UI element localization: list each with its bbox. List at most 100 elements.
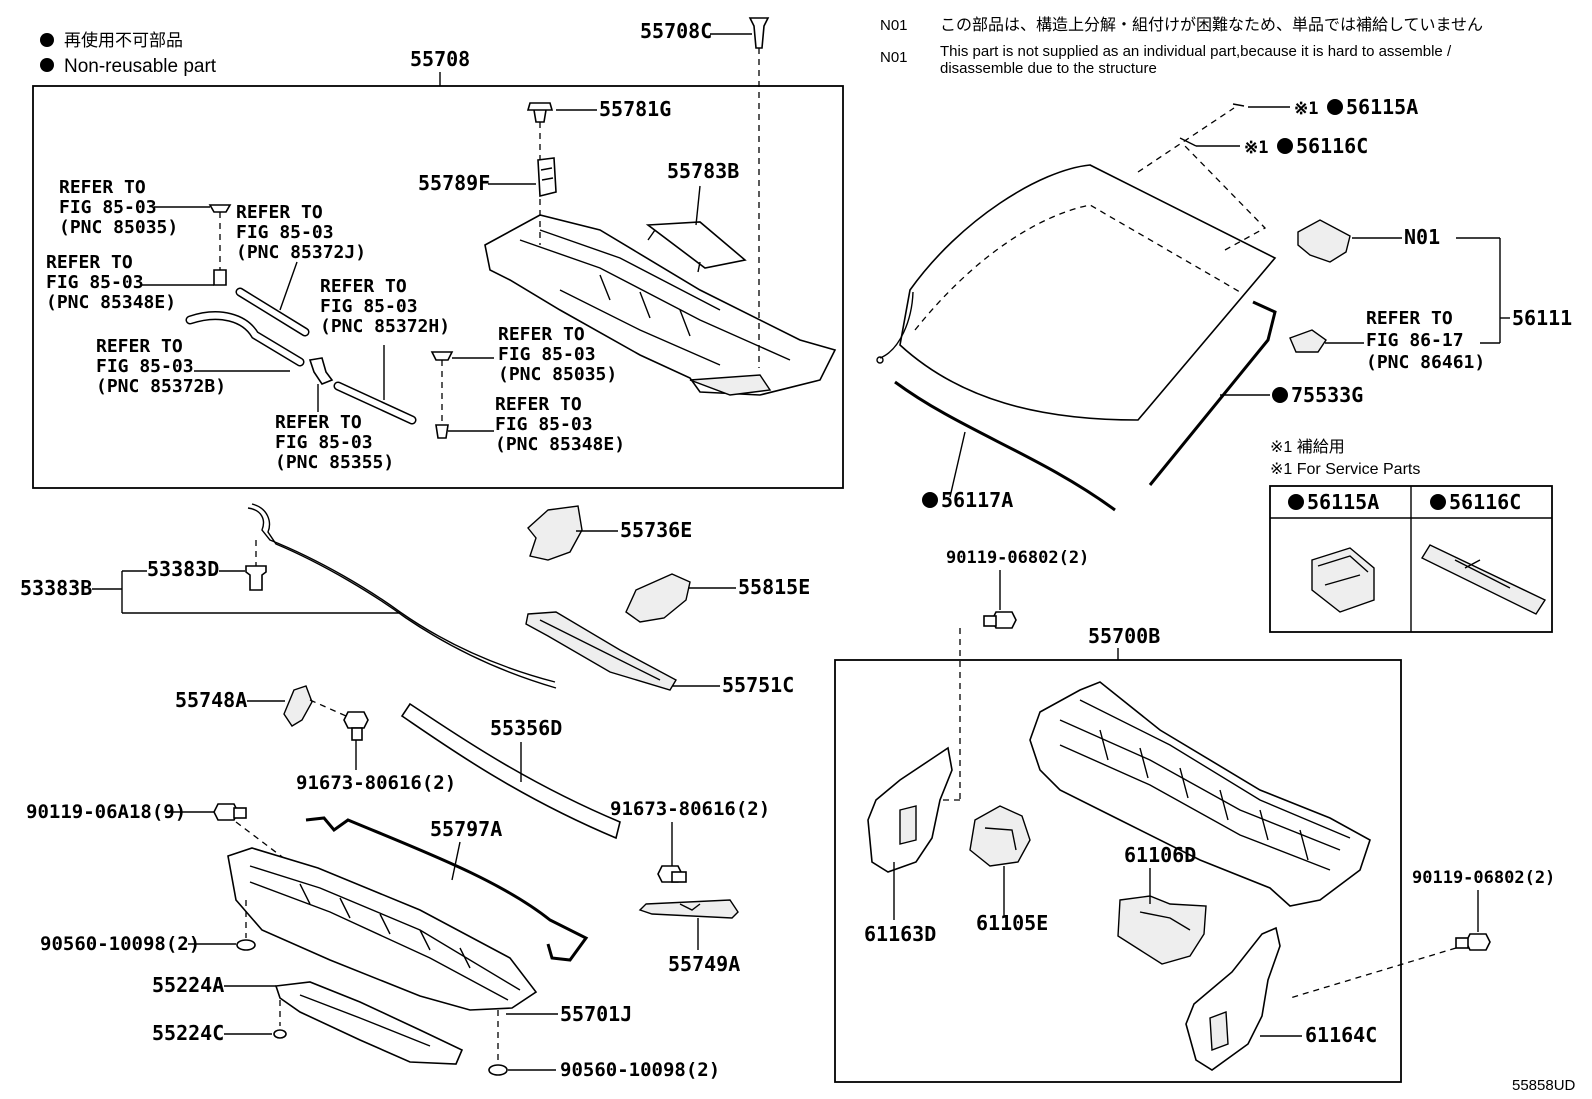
- refer-line: REFER TO: [320, 276, 407, 297]
- refer-line: (PNC 85372B): [96, 376, 226, 397]
- part-55736E: [527, 505, 583, 561]
- part-N01-bracket: [1297, 219, 1351, 263]
- connector-icon: [435, 424, 449, 439]
- windshield-group: ※1 56115A ※1 56116C 75533G 56117A N01 56…: [876, 95, 1572, 512]
- part-55708C: [748, 17, 770, 49]
- non-reusable-bullet-icon: [1430, 494, 1446, 510]
- part-55749A-group: 55749A: [638, 899, 740, 976]
- part-label: 61164C: [1305, 1023, 1377, 1047]
- part-label: 55781G: [599, 97, 671, 121]
- bolt-91673-a-group: 91673-80616(2): [296, 711, 456, 794]
- non-reusable-bullet-icon: [1277, 138, 1293, 154]
- non-reusable-bullet-icon: [1288, 494, 1304, 510]
- part-55356D-group: 55356D: [400, 702, 621, 840]
- bolt-icon: [1465, 933, 1491, 951]
- part-label: 56111: [1512, 306, 1572, 330]
- part-label: 75533G: [1291, 383, 1363, 407]
- part-label: 55224A: [152, 973, 224, 997]
- bolt-icon: [213, 803, 239, 821]
- part-56116C-detail: [1421, 544, 1547, 615]
- part-label: 55749A: [668, 952, 740, 976]
- refer-line: REFER TO: [495, 394, 582, 415]
- legend-jp: 再使用不可部品: [64, 30, 183, 50]
- part-55748A: [283, 685, 313, 727]
- windshield-inner-dash: [914, 204, 1241, 331]
- part-label: 55708C: [640, 19, 712, 43]
- refer-line: FIG 85-03: [236, 222, 334, 243]
- part-label: 91673-80616(2): [296, 772, 456, 794]
- legend-bullet-icon: [40, 33, 54, 47]
- part-label: 61105E: [976, 911, 1048, 935]
- legend-bullet-icon: [40, 58, 54, 72]
- washer-90560-b-group: 90560-10098(2): [488, 1010, 720, 1081]
- part-55797A: [305, 816, 589, 962]
- bolt-icon: [343, 711, 369, 729]
- refer-85372J: REFER TO FIG 85-03 (PNC 85372J): [236, 202, 366, 263]
- service-col-1: 56115A: [1307, 490, 1379, 514]
- refer-85348E-a: REFER TO FIG 85-03 (PNC 85348E): [46, 252, 176, 313]
- service-title-jp: ※1 補給用: [1270, 438, 1345, 456]
- refer-line: FIG 85-03: [275, 432, 373, 453]
- star-mark: ※1: [1244, 138, 1268, 158]
- part-label: N01: [1404, 225, 1440, 249]
- refer-85035-b: REFER TO FIG 85-03 (PNC 85035): [498, 324, 617, 385]
- connector-icon: [213, 269, 227, 286]
- part-53383D: [245, 565, 267, 591]
- part-55815E-group: 55815E: [625, 573, 810, 623]
- part-55783B: [645, 221, 747, 269]
- washer-icon: [488, 1064, 508, 1076]
- part-label: 55708: [410, 47, 470, 71]
- refer-line: (PNC 85348E): [495, 434, 625, 455]
- part-label: 61106D: [1124, 843, 1196, 867]
- part-55751C-group: 55751C: [525, 611, 794, 697]
- cowl-louver: [227, 847, 538, 1011]
- part-55789F: [537, 157, 557, 198]
- part-61106D: [1117, 895, 1207, 965]
- grommet-icon: [430, 351, 454, 361]
- washer-90560-a-group: 90560-10098(2): [40, 900, 256, 955]
- grommet-icon: [208, 204, 232, 213]
- part-55224A-group: 55224A 55224C: [152, 973, 464, 1065]
- part-label: 56115A: [1346, 95, 1418, 119]
- part-label: 90560-10098(2): [40, 933, 200, 955]
- part-label: 55701J: [560, 1002, 632, 1026]
- part-label: 55356D: [490, 716, 562, 740]
- part-label: 61163D: [864, 922, 936, 946]
- bolt-91673-b-group: 91673-80616(2): [610, 798, 770, 883]
- part-55815E: [625, 573, 691, 623]
- figure-id: 55858UD: [1512, 1077, 1576, 1094]
- note-code: N01: [880, 17, 908, 34]
- part-label: 90119-06802(2): [946, 548, 1089, 568]
- part-61105E: [969, 805, 1031, 867]
- part-53383B: [247, 507, 556, 683]
- refer-85355: REFER TO FIG 85-03 (PNC 85355): [275, 412, 394, 473]
- part-label: 91673-80616(2): [610, 798, 770, 820]
- windshield-glass: [899, 164, 1277, 421]
- dash-panel: [1029, 681, 1371, 907]
- refer-line: (PNC 85035): [59, 217, 178, 238]
- service-col-2: 56116C: [1449, 490, 1521, 514]
- refer-85372H: REFER TO FIG 85-03 (PNC 85372H): [320, 276, 450, 337]
- assembly-55708: 55708 55783B 55781G 55789F REFER TO FIG …: [32, 47, 844, 489]
- note-jp: この部品は、構造上分解・組付けが困難なため、単品では補給していません: [940, 16, 1483, 34]
- note-code: N01: [880, 49, 908, 66]
- cowl-louver-group: 55701J: [227, 847, 632, 1026]
- part-55797A-group: 55797A: [305, 816, 589, 962]
- refer-line: FIG 85-03: [495, 414, 593, 435]
- part-label: 55736E: [620, 518, 692, 542]
- cowl-top-panel: [484, 214, 837, 396]
- refer-line: REFER TO: [46, 252, 133, 273]
- part-55781G: [526, 102, 554, 123]
- refer-line: (PNC 86461): [1366, 352, 1485, 373]
- assembly-55700B: 55700B 90119-06802(2) 61163D 61105E 6110…: [834, 548, 1402, 1083]
- legend: 再使用不可部品 Non-reusable part: [40, 30, 217, 77]
- note-en-1: This part is not supplied as an individu…: [940, 43, 1452, 60]
- refer-85348E-b: REFER TO FIG 85-03 (PNC 85348E): [495, 394, 625, 455]
- seal-53383B-group: 53383D 53383B: [20, 503, 557, 689]
- star-mark: ※1: [1294, 99, 1318, 119]
- part-label: 55748A: [175, 688, 247, 712]
- washer-icon: [236, 939, 256, 951]
- refer-line: FIG 85-03: [59, 197, 157, 218]
- part-75533G: [1148, 300, 1277, 486]
